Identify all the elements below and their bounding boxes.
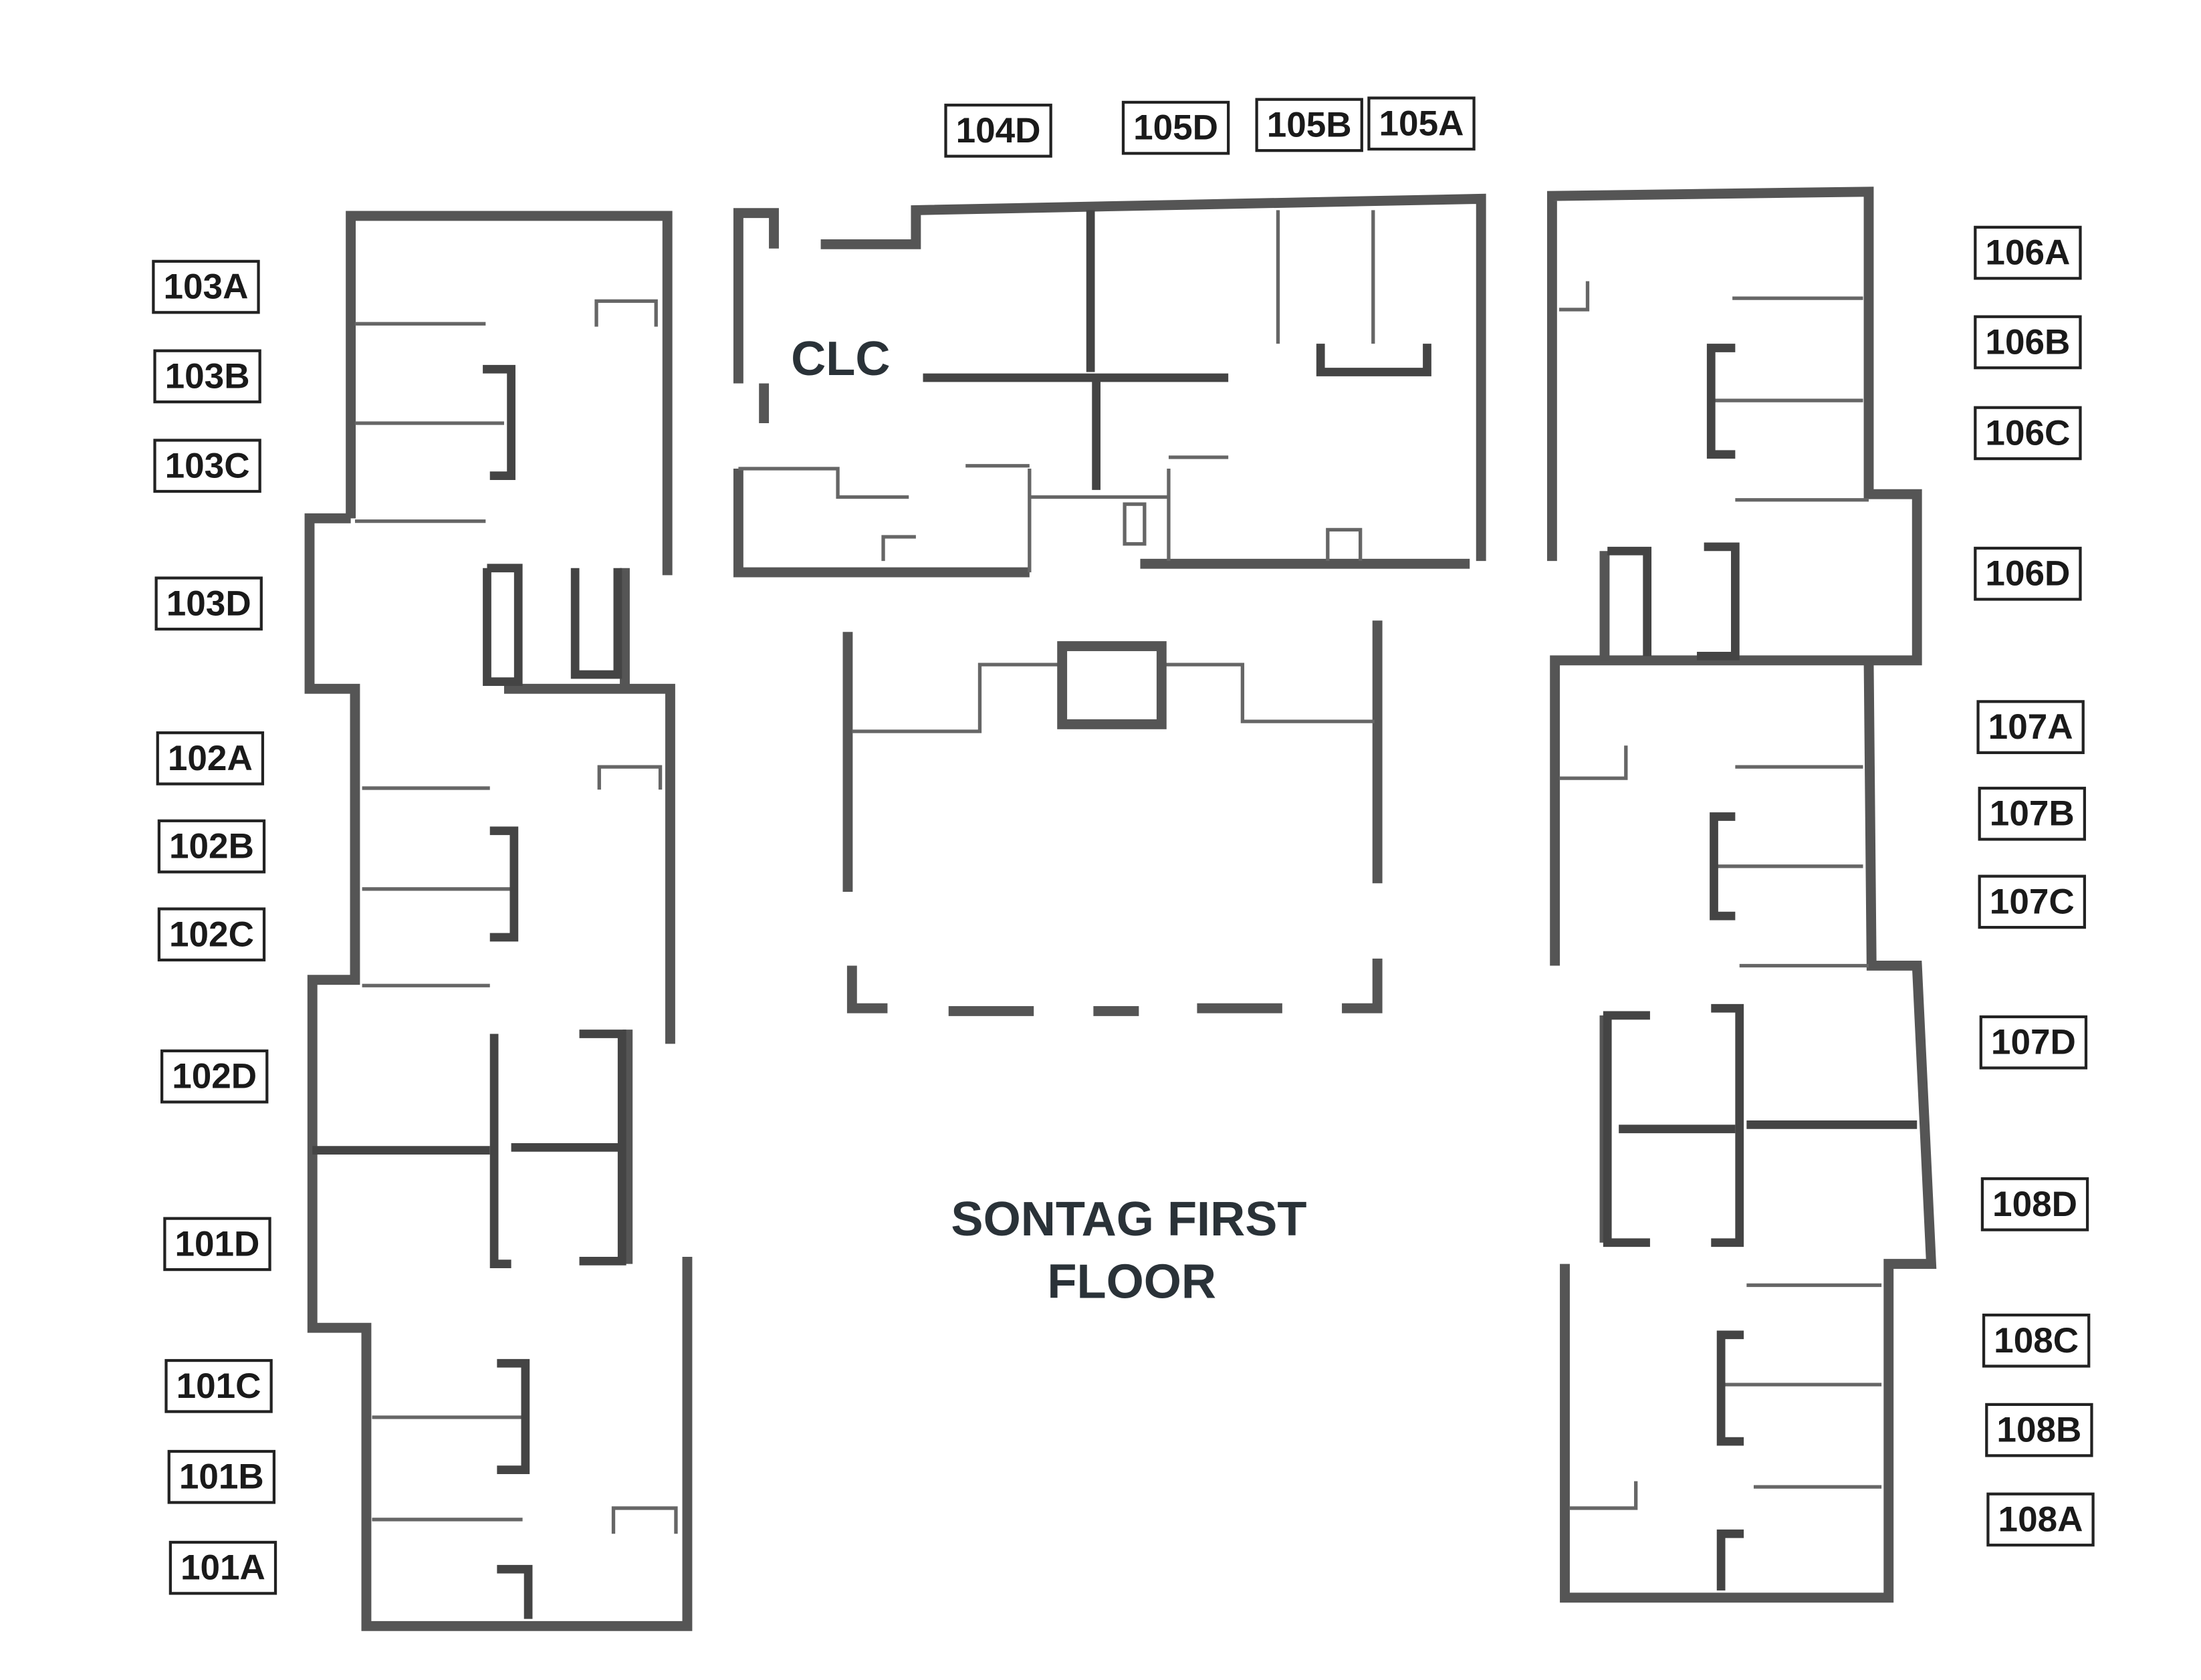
room-labels-top: 104D 105D 105B 105A (944, 96, 1476, 158)
svg-text:101A: 101A (181, 1548, 265, 1588)
svg-text:103C: 103C (165, 446, 250, 485)
svg-text:108B: 108B (1996, 1411, 2081, 1450)
svg-text:108D: 108D (1992, 1185, 2077, 1224)
room-label: 106B (1974, 315, 2082, 370)
svg-text:101D: 101D (175, 1224, 259, 1264)
room-label: 101D (163, 1217, 271, 1272)
room-label: 105B (1255, 98, 1363, 152)
room-label: 106A (1974, 225, 2082, 280)
room-label: 108B (1985, 1403, 2093, 1457)
svg-text:103D: 103D (166, 584, 251, 623)
room-label: 106D (1974, 546, 2082, 601)
room-label: 108C (1982, 1313, 2091, 1368)
room-label: 103B (153, 349, 261, 404)
svg-text:106C: 106C (1985, 413, 2070, 453)
svg-text:108A: 108A (1998, 1499, 2083, 1539)
floor-title-line1: SONTAG FIRST (951, 1193, 1306, 1246)
room-label: 102B (157, 819, 266, 874)
room-label: 107D (1979, 1015, 2088, 1070)
room-label: 108D (1980, 1177, 2089, 1231)
svg-text:104D: 104D (956, 111, 1041, 150)
room-labels-left: 103A 103B 103C 103D 102A 102B 102C 102D … (152, 259, 277, 1595)
room-label: 107C (1978, 874, 2086, 929)
room-label: 103C (153, 439, 261, 493)
svg-text:105A: 105A (1379, 104, 1464, 143)
room-label: 105A (1367, 96, 1476, 151)
svg-text:106D: 106D (1985, 554, 2070, 594)
svg-text:107A: 107A (1988, 707, 2073, 747)
svg-text:103B: 103B (165, 356, 250, 396)
room-label: 103D (154, 576, 263, 631)
svg-text:107D: 107D (1991, 1023, 2076, 1062)
svg-text:106A: 106A (1985, 233, 2070, 273)
svg-text:102B: 102B (169, 827, 254, 866)
room-label: 107A (1976, 700, 2085, 754)
room-label: 101B (167, 1449, 276, 1504)
svg-text:105B: 105B (1267, 105, 1352, 144)
room-label: 107B (1978, 786, 2086, 841)
svg-text:107B: 107B (1990, 794, 2075, 834)
room-label: 101C (164, 1358, 273, 1413)
room-label: 104D (944, 104, 1052, 158)
room-label: 102D (160, 1049, 269, 1104)
svg-text:105D: 105D (1133, 108, 1218, 148)
room-labels-right: 106A 106B 106C 106D 107A 107B 107C 107D … (1974, 225, 2095, 1547)
room-label: 105D (1121, 100, 1230, 155)
room-label: 102C (157, 907, 266, 962)
clc-label: CLC (791, 332, 890, 386)
svg-text:101C: 101C (177, 1366, 261, 1406)
svg-text:101B: 101B (179, 1457, 264, 1497)
svg-text:102C: 102C (169, 915, 254, 954)
svg-text:102D: 102D (172, 1057, 257, 1096)
room-label: 102A (156, 731, 265, 786)
svg-text:106B: 106B (1985, 322, 2070, 362)
room-label: 106C (1974, 406, 2082, 461)
svg-text:107C: 107C (1990, 882, 2075, 921)
svg-text:103A: 103A (163, 267, 248, 307)
room-label: 108A (1986, 1492, 2095, 1547)
floor-title-line2: FLOOR (1047, 1255, 1216, 1309)
svg-text:102A: 102A (168, 739, 253, 778)
svg-text:108C: 108C (1994, 1321, 2079, 1360)
room-label: 103A (152, 259, 260, 314)
walls (304, 187, 1937, 1631)
room-label: 101A (168, 1540, 277, 1595)
